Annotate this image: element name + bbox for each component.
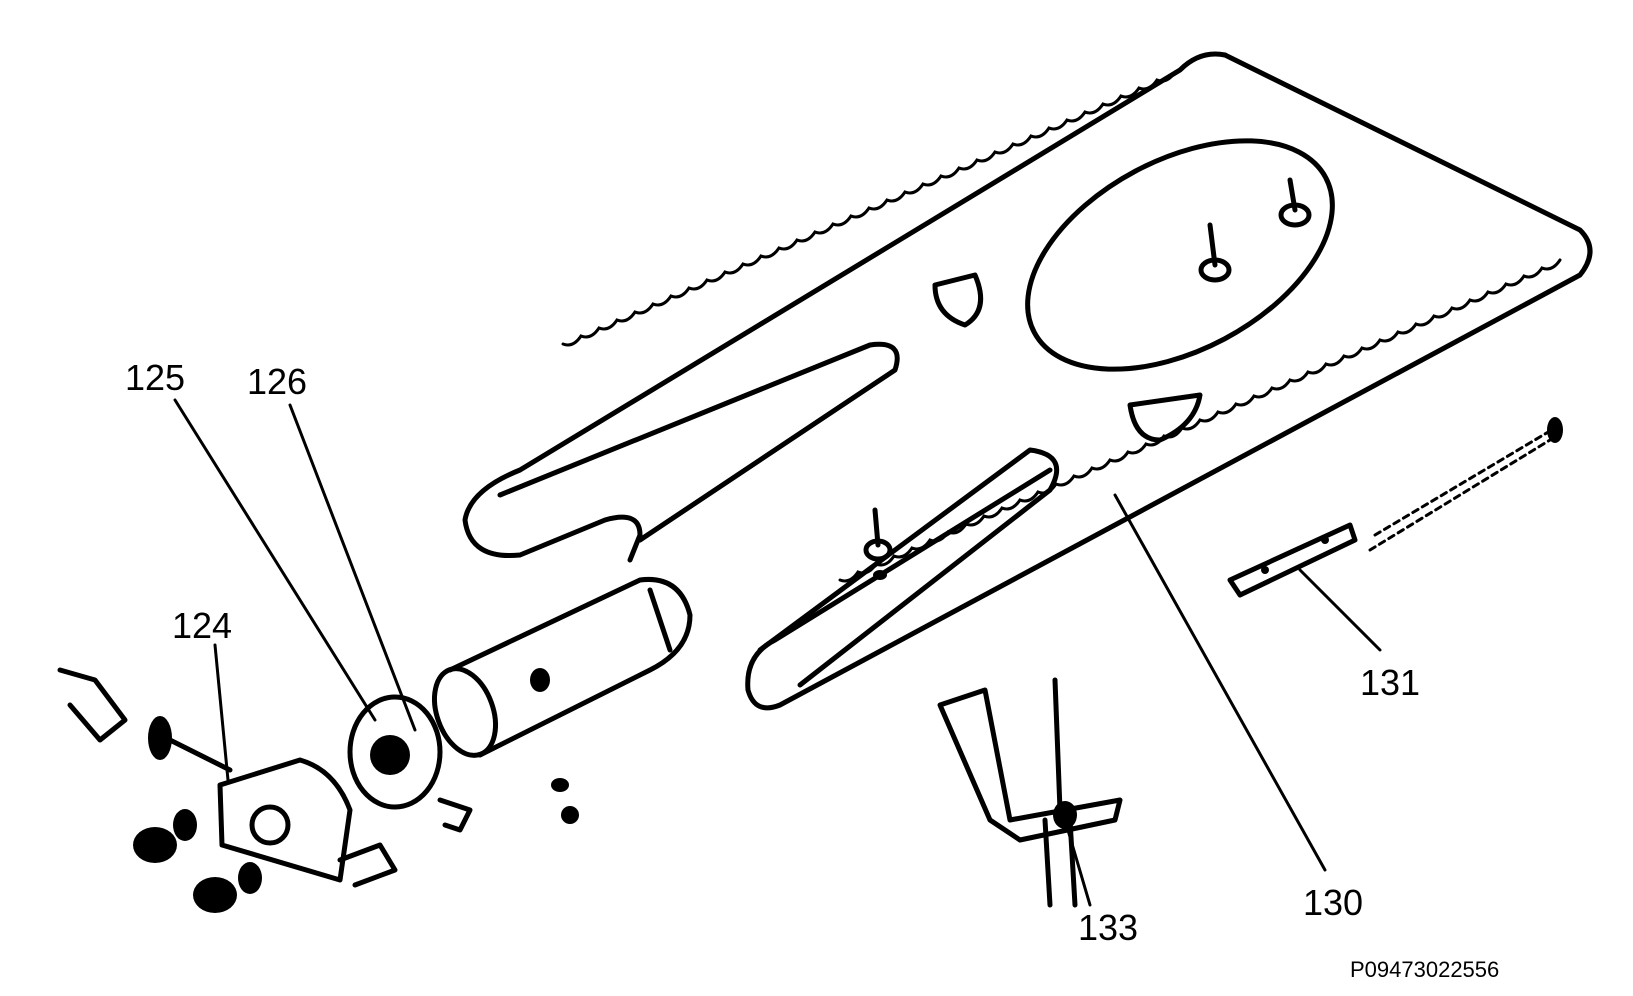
crossover-electrode bbox=[1227, 417, 1563, 598]
callout-124: 124 bbox=[172, 605, 233, 646]
reference-code: P09473022556 bbox=[1350, 957, 1500, 982]
leader-lines bbox=[173, 398, 1382, 907]
bracket-screws bbox=[133, 809, 262, 913]
air-shutter bbox=[347, 694, 473, 833]
oval-screws bbox=[1198, 177, 1312, 283]
callout-125: 125 bbox=[125, 357, 186, 398]
callout-126: 126 bbox=[247, 361, 308, 402]
center-screw bbox=[863, 507, 893, 580]
venturi-tube bbox=[432, 576, 693, 824]
valve-bracket bbox=[57, 667, 398, 913]
burner-tray bbox=[462, 51, 1593, 711]
callout-131: 131 bbox=[1360, 662, 1421, 703]
electrode-bracket bbox=[937, 677, 1123, 908]
callout-133: 133 bbox=[1078, 907, 1139, 948]
callout-130: 130 bbox=[1303, 882, 1364, 923]
